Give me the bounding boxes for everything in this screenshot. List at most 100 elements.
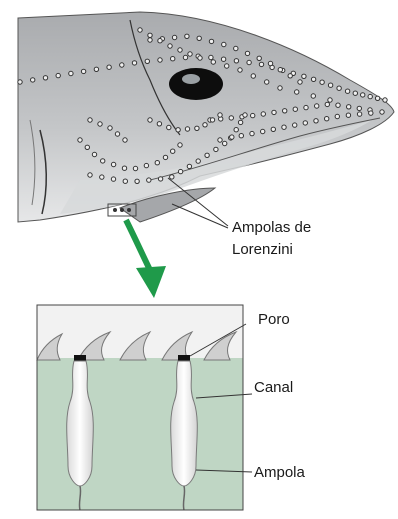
pore-dot — [368, 94, 372, 98]
pore-dot — [111, 177, 115, 181]
pore-dot — [238, 68, 242, 72]
pore-dot — [361, 93, 365, 97]
pore-dot — [185, 34, 189, 38]
pore-dot — [239, 134, 243, 138]
pore-dot — [144, 163, 148, 167]
pore-dot — [133, 166, 137, 170]
pore-cap — [178, 355, 190, 361]
pore-dot — [94, 67, 98, 71]
pore-dot — [178, 169, 182, 173]
pore-dot — [238, 120, 242, 124]
pore-dot — [148, 38, 152, 42]
pore-dot — [357, 112, 361, 116]
pore-dot — [223, 141, 227, 145]
ampullae-label-line1: Ampolas de — [232, 219, 311, 236]
pore-dot — [127, 208, 131, 212]
pore-dot — [78, 138, 82, 142]
pore-dot — [187, 164, 191, 168]
pore-dot — [314, 119, 318, 123]
pore-dot — [345, 89, 349, 93]
pore-dot — [138, 28, 142, 32]
pore-dot — [335, 114, 339, 118]
pore-dot — [221, 57, 225, 61]
pore-dot — [178, 143, 182, 147]
pore-dot — [145, 59, 149, 63]
pore-dot — [88, 173, 92, 177]
pore-dot — [147, 178, 151, 182]
pore-dot — [278, 86, 282, 90]
pore-dot — [120, 208, 124, 212]
pore-dot — [113, 208, 117, 212]
pore-dot — [135, 179, 139, 183]
pore-dot — [278, 68, 282, 72]
pore-dot — [282, 125, 286, 129]
pore-dot — [120, 63, 124, 67]
pore-dot — [211, 60, 215, 64]
pore-dot — [261, 129, 265, 133]
pore-dot — [336, 103, 340, 107]
pore-dot — [43, 76, 47, 80]
pore-dot — [183, 55, 187, 59]
pore-dot — [311, 94, 315, 98]
pore-dot — [247, 60, 251, 64]
pore-dot — [328, 83, 332, 87]
pore-dot — [234, 59, 238, 63]
pore-dot — [288, 74, 292, 78]
green-arrow — [126, 220, 166, 298]
pore-dot — [100, 175, 104, 179]
pore-dot — [268, 61, 272, 65]
pore-dot — [383, 98, 387, 102]
pore-dot — [107, 65, 111, 69]
pore-dot — [31, 78, 35, 82]
pore-dot — [325, 102, 329, 106]
pore-dot — [328, 98, 332, 102]
pore-dot — [108, 126, 112, 130]
pore-dot — [205, 153, 209, 157]
pore-dot — [115, 132, 119, 136]
pore-dot — [195, 126, 199, 130]
pore-dot — [315, 104, 319, 108]
pore-dot — [257, 56, 261, 60]
pore-dot — [158, 58, 162, 62]
pore-dot — [375, 96, 379, 100]
pore-dot — [176, 128, 180, 132]
pore-dot — [222, 42, 226, 46]
pore-dot — [170, 175, 174, 179]
pore-dot — [245, 51, 249, 55]
pore-dot — [148, 33, 152, 37]
pore-dot — [234, 128, 238, 132]
pore-dot — [251, 113, 255, 117]
pore-dot — [218, 138, 222, 142]
pore-dot — [243, 113, 247, 117]
pore-dot — [251, 74, 255, 78]
pore-dot — [271, 127, 275, 131]
pore-dot — [283, 109, 287, 113]
pore-dot — [311, 77, 315, 81]
pore-dot — [196, 159, 200, 163]
pore-label: Poro — [258, 311, 290, 328]
pore-dot — [234, 46, 238, 50]
pore-dot — [163, 155, 167, 159]
pore-dot — [302, 74, 306, 78]
pore-dot — [172, 35, 176, 39]
pore-dot — [225, 64, 229, 68]
pore-dot — [123, 179, 127, 183]
pore-dot — [85, 145, 89, 149]
shark-head — [18, 12, 394, 222]
pore-dot — [210, 118, 214, 122]
pore-dot — [298, 80, 302, 84]
pore-dot — [230, 135, 234, 139]
pore-dot — [111, 162, 115, 166]
pore-dot — [158, 177, 162, 181]
pore-dot — [369, 111, 373, 115]
pore-dot — [320, 80, 324, 84]
pore-dot — [261, 112, 265, 116]
pore-dot — [88, 118, 92, 122]
pore-dot — [158, 39, 162, 43]
pore-dot — [218, 113, 222, 117]
pore-dot — [81, 69, 85, 73]
pore-dot — [198, 56, 202, 60]
pore-dot — [123, 138, 127, 142]
pore-dot — [69, 71, 73, 75]
pore-dot — [295, 90, 299, 94]
